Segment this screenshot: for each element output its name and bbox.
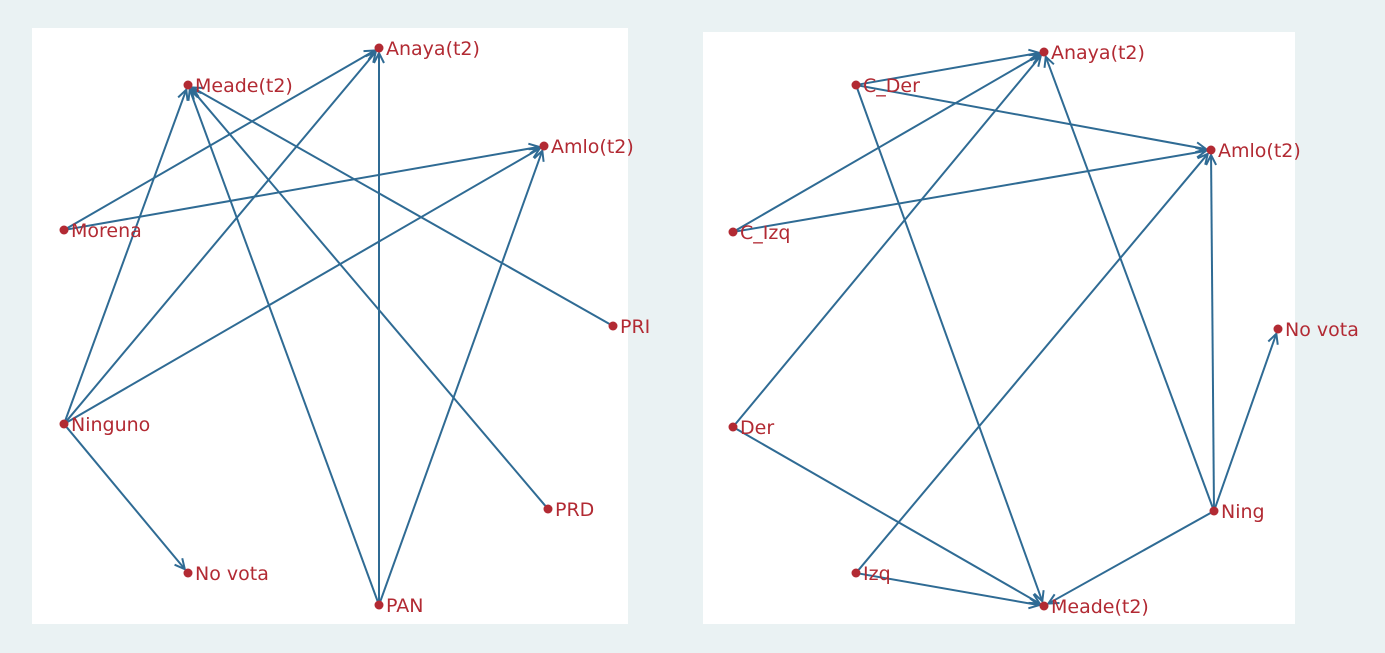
edge-ninguno-to-amlo (66, 149, 539, 423)
node-label-meade: Meade(t2) (195, 75, 293, 97)
edge-ning-to-meade (1048, 512, 1211, 604)
node-meade (1039, 601, 1049, 611)
node-label-anaya: Anaya(t2) (386, 38, 480, 60)
edge-ning-to-amlo (1211, 155, 1214, 508)
node-izq (851, 568, 861, 578)
node-amlo (1206, 145, 1216, 155)
edge-cder-to-anaya (859, 53, 1039, 86)
edge-cizq-to-amlo (736, 151, 1206, 233)
node-pan (374, 600, 384, 610)
node-pri (608, 321, 618, 331)
node-label-novota: No vota (195, 563, 269, 585)
node-label-izq: Izq (863, 563, 891, 585)
edge-prd-to-meade (191, 89, 547, 507)
edge-der-to-meade (735, 428, 1039, 604)
edge-cizq-to-anaya (735, 55, 1039, 231)
edge-izq-to-amlo (857, 154, 1208, 571)
edge-ning-to-anaya (1046, 57, 1214, 508)
node-ninguno (59, 419, 69, 429)
node-label-amlo: Amlo(t2) (1218, 140, 1301, 162)
edge-ninguno-to-novota (65, 426, 185, 569)
node-anaya (1039, 47, 1049, 57)
node-label-morena: Morena (71, 220, 142, 242)
node-anaya (374, 43, 384, 53)
node-label-pan: PAN (386, 595, 423, 617)
node-label-cizq: C_Izq (740, 222, 790, 244)
edge-pan-to-meade (190, 90, 379, 602)
edge-pan-to-amlo (379, 151, 542, 602)
node-label-novota: No vota (1285, 319, 1359, 341)
node-label-meade: Meade(t2) (1051, 596, 1149, 618)
node-novota (183, 568, 193, 578)
node-label-der: Der (740, 417, 774, 439)
edge-pri-to-meade (192, 87, 611, 325)
node-cizq (728, 227, 738, 237)
edge-cder-to-meade (856, 88, 1042, 602)
node-ning (1209, 506, 1219, 516)
node-label-cder: C_Der (863, 75, 920, 97)
node-cder (851, 80, 861, 90)
node-label-amlo: Amlo(t2) (551, 136, 634, 158)
node-prd (543, 504, 553, 514)
node-der (728, 422, 738, 432)
node-novota (1273, 324, 1283, 334)
edge-der-to-anaya (734, 56, 1041, 425)
node-label-prd: PRD (555, 499, 594, 521)
edge-cder-to-amlo (859, 84, 1206, 149)
edge-morena-to-anaya (66, 51, 374, 229)
edge-ning-to-novota (1214, 334, 1276, 508)
edge-ninguno-to-meade (64, 90, 186, 421)
edge-ninguno-to-anaya (65, 52, 376, 422)
edge-izq-to-meade (859, 572, 1039, 605)
node-meade (183, 80, 193, 90)
node-morena (59, 225, 69, 235)
node-label-anaya: Anaya(t2) (1051, 42, 1145, 64)
edge-morena-to-amlo (67, 147, 539, 231)
node-label-ning: Ning (1221, 501, 1265, 523)
node-label-ninguno: Ninguno (71, 414, 150, 436)
node-label-pri: PRI (620, 316, 650, 338)
node-amlo (539, 141, 549, 151)
